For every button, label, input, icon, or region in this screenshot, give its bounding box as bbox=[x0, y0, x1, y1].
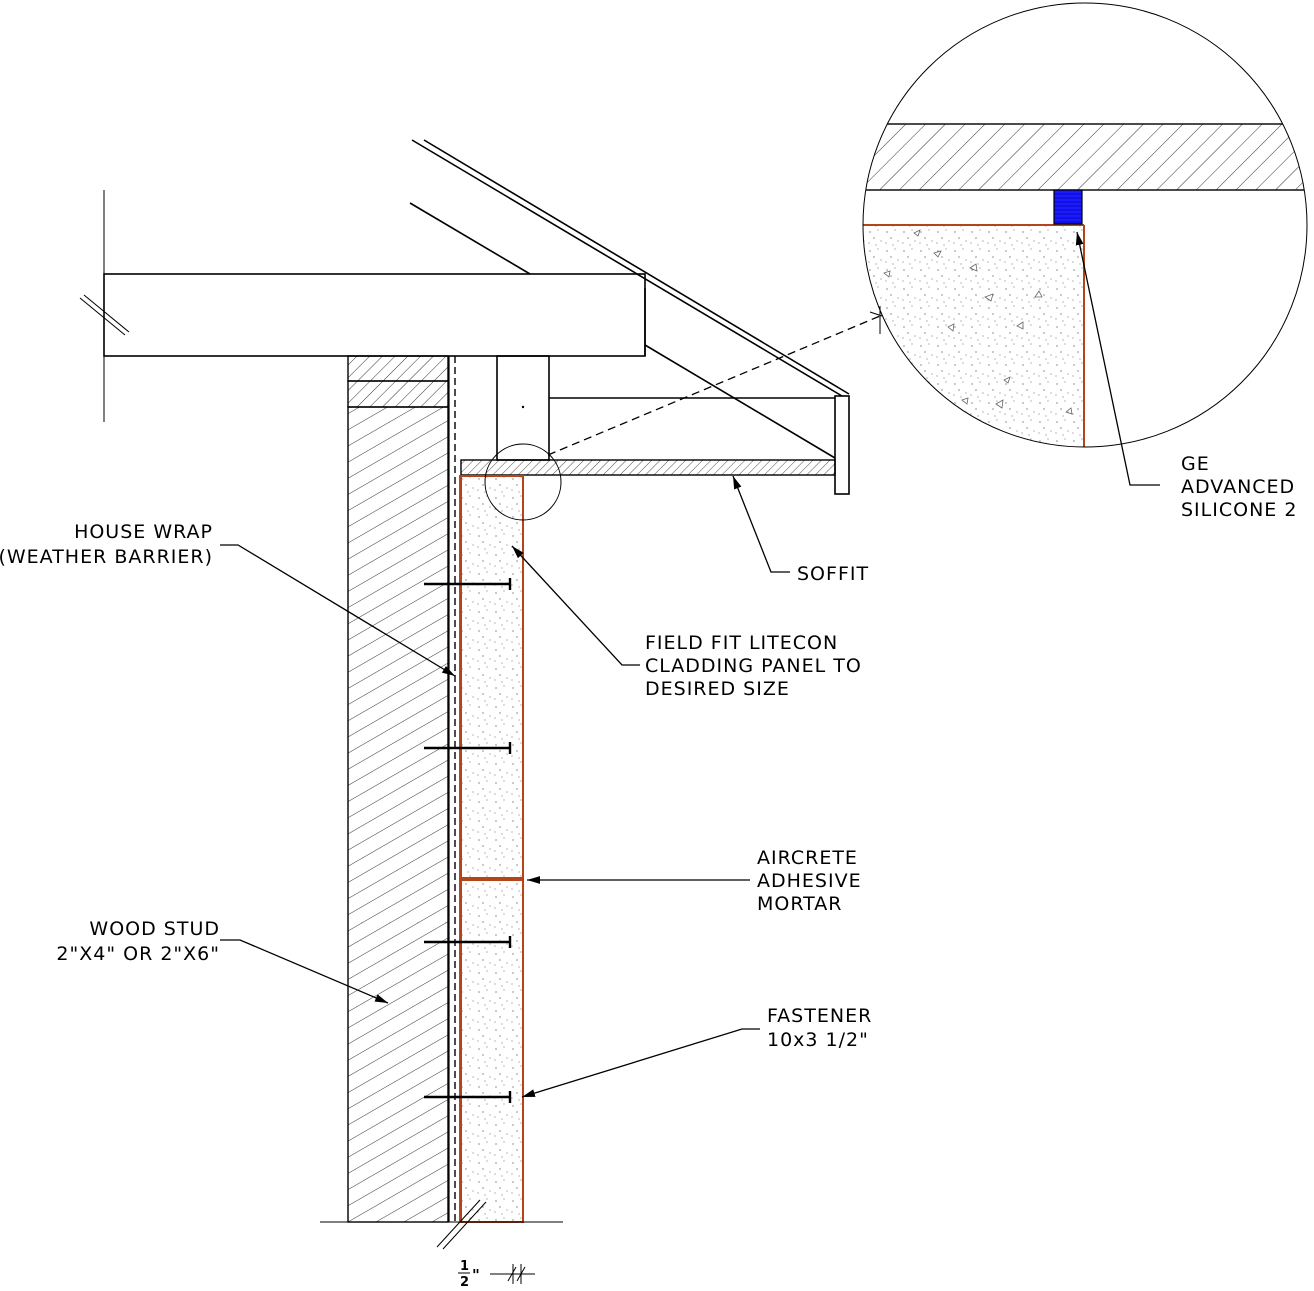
ground-line bbox=[320, 1199, 563, 1250]
label-stud: WOOD STUD 2"X4" OR 2"X6" bbox=[56, 918, 220, 965]
dimension-unit: " bbox=[472, 1266, 480, 1284]
label-fastener-line2: 10x3 1/2" bbox=[767, 1029, 869, 1051]
soffit-panel bbox=[460, 459, 836, 476]
label-stud-line2: 2"X4" OR 2"X6" bbox=[56, 943, 220, 965]
label-cladding-line3: DESIRED SIZE bbox=[645, 678, 790, 700]
label-house-wrap-line2: (WEATHER BARRIER) bbox=[0, 546, 213, 568]
detail-callout-circle bbox=[484, 443, 562, 521]
label-fastener-line1: FASTENER bbox=[767, 1005, 872, 1027]
sealant-bead bbox=[1053, 189, 1083, 225]
detail-callout-leader bbox=[547, 315, 881, 456]
label-house-wrap-line1: HOUSE WRAP bbox=[74, 521, 213, 543]
leader-lines bbox=[220, 231, 1160, 1098]
dimension-half-inch: 1 2 " bbox=[458, 1259, 535, 1290]
fastener-3 bbox=[424, 936, 512, 948]
label-sealant-line1: GE bbox=[1181, 453, 1210, 475]
label-cladding-line2: CLADDING PANEL TO bbox=[645, 655, 862, 677]
top-plates bbox=[347, 355, 449, 408]
label-sealant: GE ADVANCED SILICONE 2 bbox=[1181, 453, 1297, 521]
label-house-wrap: HOUSE WRAP (WEATHER BARRIER) bbox=[0, 521, 213, 568]
soffit-framing bbox=[496, 355, 835, 461]
label-cladding-line1: FIELD FIT LITECON bbox=[645, 632, 838, 654]
fascia-board bbox=[834, 395, 850, 495]
house-wrap bbox=[448, 356, 461, 1222]
dimension-numerator: 1 bbox=[460, 1259, 469, 1274]
fastener-4 bbox=[424, 1091, 512, 1103]
label-cladding: FIELD FIT LITECON CLADDING PANEL TO DESI… bbox=[645, 632, 862, 700]
label-mortar-line2: ADHESIVE bbox=[757, 870, 862, 892]
label-fastener: FASTENER 10x3 1/2" bbox=[767, 1005, 872, 1051]
fasteners bbox=[424, 578, 512, 1103]
label-mortar: AIRCRETE ADHESIVE MORTAR bbox=[757, 847, 862, 915]
roof-rafter bbox=[409, 139, 850, 459]
magnified-detail bbox=[862, 2, 1308, 448]
cladding-panels bbox=[460, 475, 524, 1223]
wood-stud bbox=[347, 406, 449, 1223]
dimension-denominator: 2 bbox=[460, 1275, 469, 1290]
label-sealant-line3: SILICONE 2 bbox=[1181, 499, 1297, 521]
label-stud-line1: WOOD STUD bbox=[89, 918, 220, 940]
fastener-2 bbox=[424, 742, 512, 754]
fastener-1 bbox=[424, 578, 512, 590]
label-soffit: SOFFIT bbox=[797, 563, 869, 585]
label-mortar-line3: MORTAR bbox=[757, 893, 843, 915]
label-sealant-line2: ADVANCED bbox=[1181, 476, 1295, 498]
label-mortar-line1: AIRCRETE bbox=[757, 847, 858, 869]
